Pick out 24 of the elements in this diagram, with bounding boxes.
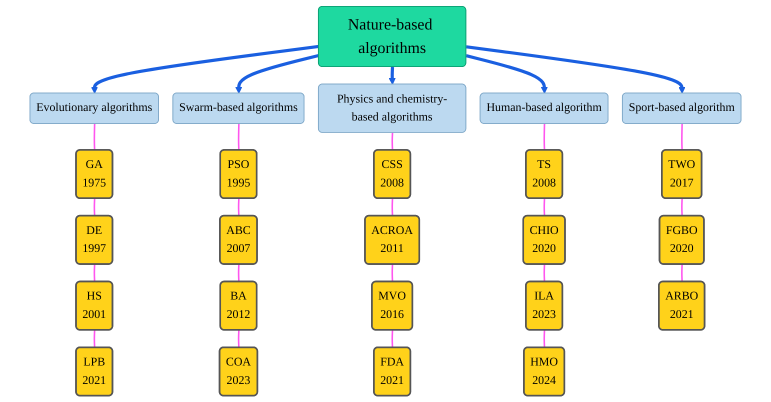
arrow: [388, 66, 396, 85]
connector: [94, 330, 96, 348]
connector: [681, 124, 683, 150]
connector: [681, 198, 683, 216]
connector: [543, 124, 546, 150]
connector: [391, 264, 394, 282]
arrow: [466, 45, 686, 94]
arrow: [466, 54, 548, 94]
connector: [391, 132, 394, 150]
connector: [238, 330, 240, 348]
connector: [543, 198, 546, 216]
connector: [543, 264, 546, 282]
connector: [391, 330, 394, 348]
connector: [94, 124, 96, 150]
arrow: [91, 44, 319, 94]
arrow: [235, 54, 320, 94]
connector: [94, 264, 96, 282]
connector: [238, 124, 240, 150]
connector: [238, 198, 240, 216]
connector: [681, 264, 683, 282]
connector: [391, 198, 394, 216]
connector: [543, 330, 546, 348]
connector: [94, 198, 96, 216]
connector: [238, 264, 240, 282]
